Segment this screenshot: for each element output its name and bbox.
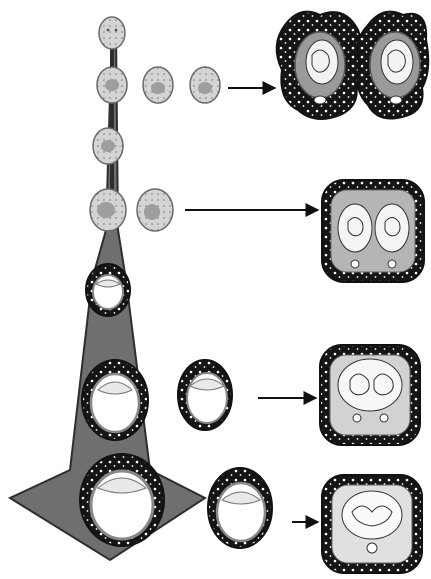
outcome-separate-sacs — [277, 12, 429, 119]
cleavage-cell-1-b — [190, 67, 220, 103]
cleavage-cell-1 — [97, 67, 127, 103]
side-blastocyst-1 — [178, 360, 232, 430]
cleavage-cell-2 — [93, 128, 123, 164]
cleavage-cell-1-a — [143, 67, 173, 103]
side-blastocyst-2 — [208, 468, 272, 548]
morula-stage — [90, 189, 126, 231]
twin-sac-right — [357, 12, 428, 119]
blastocyst-stage-3 — [80, 454, 164, 546]
blastocyst-stage-1 — [86, 264, 130, 316]
outcome-shared-chorion — [322, 180, 424, 282]
outcome-conjoined — [322, 475, 422, 573]
outcome-shared-amnion — [320, 345, 420, 445]
twin-sac-left — [277, 12, 363, 119]
zygote-stage — [99, 17, 125, 49]
blastocyst-stage-2 — [82, 360, 148, 440]
morula-stage-split — [137, 189, 173, 231]
